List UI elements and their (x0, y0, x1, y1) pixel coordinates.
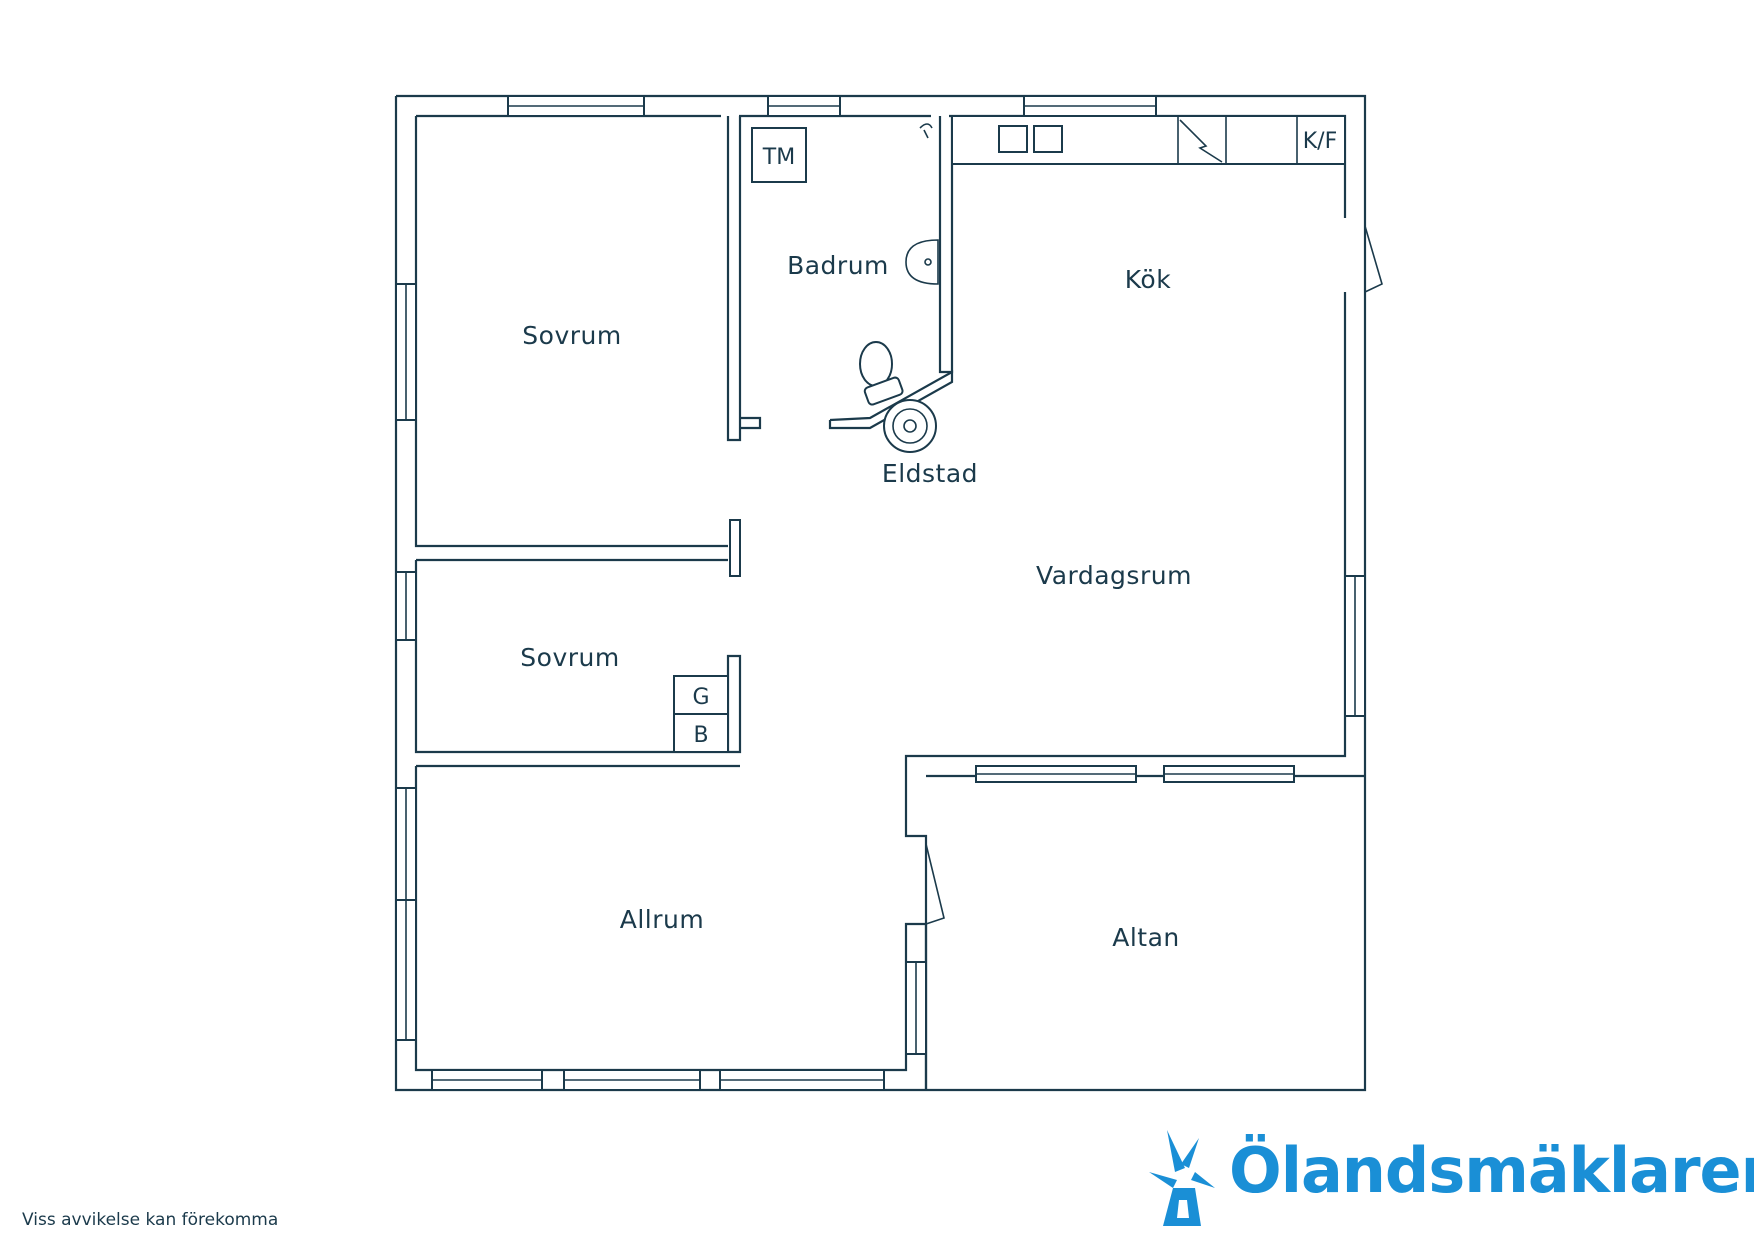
brand-logo: Ölandsmäklaren (1145, 1128, 1754, 1228)
bathroom-fixtures (751, 123, 939, 406)
disclaimer-text: Viss avvikelse kan förekomma (22, 1210, 279, 1230)
fixture-labels: TM K/F G B (692, 129, 1337, 748)
stove-icon (1179, 119, 1223, 163)
interior-walls (726, 116, 1383, 925)
room-label-sovrum-2: Sovrum (520, 643, 619, 672)
room-label-kok: Kök (1125, 265, 1171, 294)
room-label-sovrum-1: Sovrum (522, 321, 621, 350)
windmill-logo-icon (1149, 1130, 1215, 1226)
fixture-label-g: G (692, 685, 709, 710)
room-labels: Sovrum Badrum Kök Eldstad Vardagsrum Sov… (520, 251, 1192, 952)
windows (395, 95, 1366, 1091)
fixture-label-kf: K/F (1303, 129, 1338, 154)
outer-walls (394, 94, 1367, 1092)
room-label-altan: Altan (1112, 923, 1180, 952)
room-label-badrum: Badrum (787, 251, 889, 280)
sink-icon (905, 239, 939, 285)
shower-icon (919, 123, 933, 139)
kitchen-counter (951, 115, 1346, 165)
fixture-label-b: B (693, 723, 708, 748)
room-label-allrum: Allrum (620, 905, 704, 934)
brand-name: Ölandsmäklaren (1229, 1134, 1754, 1207)
laundry-units (673, 675, 729, 753)
fixture-label-tm: TM (762, 145, 795, 170)
room-label-vardagsrum: Vardagsrum (1036, 561, 1192, 590)
fireplace-icon (883, 399, 937, 453)
room-label-eldstad: Eldstad (882, 459, 978, 488)
